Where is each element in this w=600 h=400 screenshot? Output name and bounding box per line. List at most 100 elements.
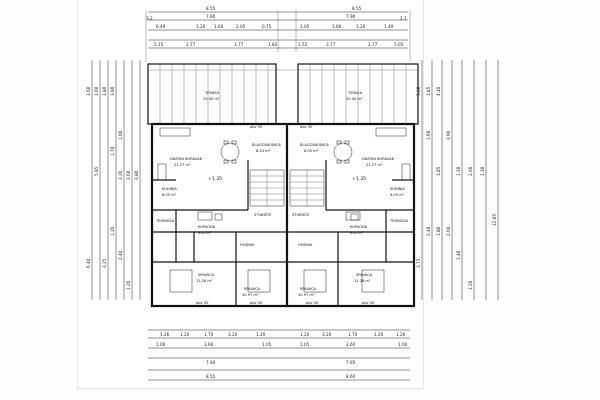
dim-bottom-label: 1.20: [256, 332, 266, 337]
opening-label: pbv 50: [250, 125, 263, 129]
dim-left-label: 1.20: [110, 226, 115, 236]
room-name: HODNIK: [298, 243, 313, 247]
dim-bottom-label: 3.20: [322, 332, 332, 337]
dim-left-label: 6.40: [86, 258, 91, 268]
room-name: KUHINJA: [390, 187, 405, 191]
dim-left-label: 3.20: [118, 170, 123, 180]
dim-right-label: 1.60: [426, 130, 431, 140]
dim-left-label: 1.20: [126, 280, 131, 290]
dim-bottom-label: 1.20: [374, 332, 384, 337]
dim-bottom-label: 8.60: [346, 374, 356, 379]
room-area: 8.24 m²: [256, 149, 271, 153]
dim-bottom-label: 8.55: [206, 374, 216, 379]
dim-bottom-label: 1.70: [204, 332, 214, 337]
dim-bottom-label: 1.70: [348, 332, 358, 337]
dim-top-label: 7.90: [346, 14, 356, 19]
level-mark: +1.35: [208, 176, 222, 182]
room-name: SPAVAĆA: [198, 272, 215, 277]
room-name: DNEVNI BORAVAK: [170, 157, 203, 161]
dim-left-label: 3.60: [94, 86, 99, 96]
dim-right-label: 3.90: [446, 130, 451, 140]
dim-left-label: 1.00: [118, 130, 123, 140]
room-area: 11.26 m²: [196, 279, 213, 283]
dim-left-label: 3.90: [110, 86, 115, 96]
dim-top-label: 1.20: [196, 24, 206, 29]
dim-right-label: 4.40: [436, 86, 441, 96]
dim-top-label: 5.05: [394, 42, 404, 47]
bottom-dimension-lines: [148, 329, 410, 381]
opening-label: pbv 50: [196, 301, 209, 305]
room-name: TERASA: [347, 91, 363, 95]
room-area: 21.27 m²: [366, 163, 383, 167]
dim-left-label: 3.60: [126, 170, 131, 180]
room-name: BLAGOVAONICA: [252, 143, 281, 147]
dim-right-label: 2.40: [426, 226, 431, 236]
room-name: STUBIŠTE: [254, 212, 272, 217]
dim-bottom-label: 3.20: [228, 332, 238, 337]
dim-top-label: 3.77: [326, 42, 336, 47]
dim-left-label: 3.60: [86, 86, 91, 96]
room-name: TEHNIČKA: [155, 218, 175, 223]
dim-top-label: 1.20: [356, 24, 366, 29]
dim-right-label: 1.20: [468, 280, 473, 290]
dim-top-label: 2.77: [368, 42, 378, 47]
room-area: 10.97 m²: [242, 293, 259, 297]
dim-top-label: 1.52: [298, 42, 308, 47]
dim-top-label: 0.75: [262, 24, 272, 29]
dim-right-label: 12.05: [492, 214, 497, 226]
dim-left-label: 5.95: [94, 166, 99, 176]
opening-label: pbv 50: [250, 301, 263, 305]
dim-top-label: 7.90: [206, 14, 216, 19]
dim-bottom-label: 1.20: [300, 332, 310, 337]
room-name: SPAVAĆA: [300, 286, 317, 291]
opening-label: pbv 50: [300, 125, 313, 129]
dim-bottom-label: 7.90: [206, 360, 216, 365]
dim-right-label: 1.40: [456, 250, 461, 260]
room-area: 4.45 m²: [350, 231, 365, 235]
dim-top-label: 6.49: [156, 24, 166, 29]
staircases: [249, 169, 325, 207]
dim-right-label: 2.60: [446, 226, 451, 236]
dim-bottom-label: 1.05: [262, 342, 272, 347]
dim-bottom-label: 1.00: [398, 342, 408, 347]
opening-label: pbv 50: [362, 301, 375, 305]
furniture: [157, 127, 411, 293]
opening-label: pbv 50: [306, 301, 319, 305]
room-name: BLAGOVAONICA: [300, 143, 329, 147]
dim-top-label: 2.05: [236, 24, 246, 29]
dim-top-label: 8.55: [206, 6, 216, 11]
room-name: HODNIK: [240, 243, 255, 247]
dim-top-label: 3.77: [234, 42, 244, 47]
dim-left-label: 3.25: [102, 258, 107, 268]
dim-right-label: 1.80: [436, 226, 441, 236]
dim-top-label: 1.60: [332, 24, 342, 29]
room-area: 20.00 m²: [203, 97, 220, 101]
dim-right-label: 1.30: [480, 166, 485, 176]
room-name: KUPAONA: [198, 225, 216, 229]
room-name: STUBIŠTE: [292, 212, 310, 217]
dim-bottom-label: 1.26: [396, 332, 406, 337]
room-name: TEHNIČKA: [389, 218, 409, 223]
room-name: SPAVAĆA: [356, 272, 373, 277]
left-dimension-lines: [91, 60, 141, 300]
dim-bottom-label: 1.00: [156, 342, 166, 347]
room-area: 20.00 m²: [346, 97, 363, 101]
room-area: 6.05 m²: [390, 193, 405, 197]
dim-bottom-label: 1.20: [180, 332, 190, 337]
room-area: 11.26 m²: [354, 279, 371, 283]
dim-top-label: 5.15: [154, 42, 164, 47]
dim-top-label: 1.82: [268, 42, 278, 47]
dim-bottom-label: 3.60: [346, 342, 356, 347]
room-name: KUPAONA: [350, 225, 368, 229]
room-area: 6.05 m²: [162, 193, 177, 197]
dim-bottom-label: 7.95: [346, 360, 356, 365]
dim-right-label: 3.60: [416, 86, 421, 96]
top-dimension-lines: [148, 10, 408, 52]
room-area: 4.45 m²: [198, 231, 213, 235]
outer-walls: [150, 122, 416, 308]
room-area: 8.05 m²: [304, 149, 319, 153]
level-mark: +1.35: [352, 176, 366, 182]
dim-top-label: 2.77: [186, 42, 196, 47]
